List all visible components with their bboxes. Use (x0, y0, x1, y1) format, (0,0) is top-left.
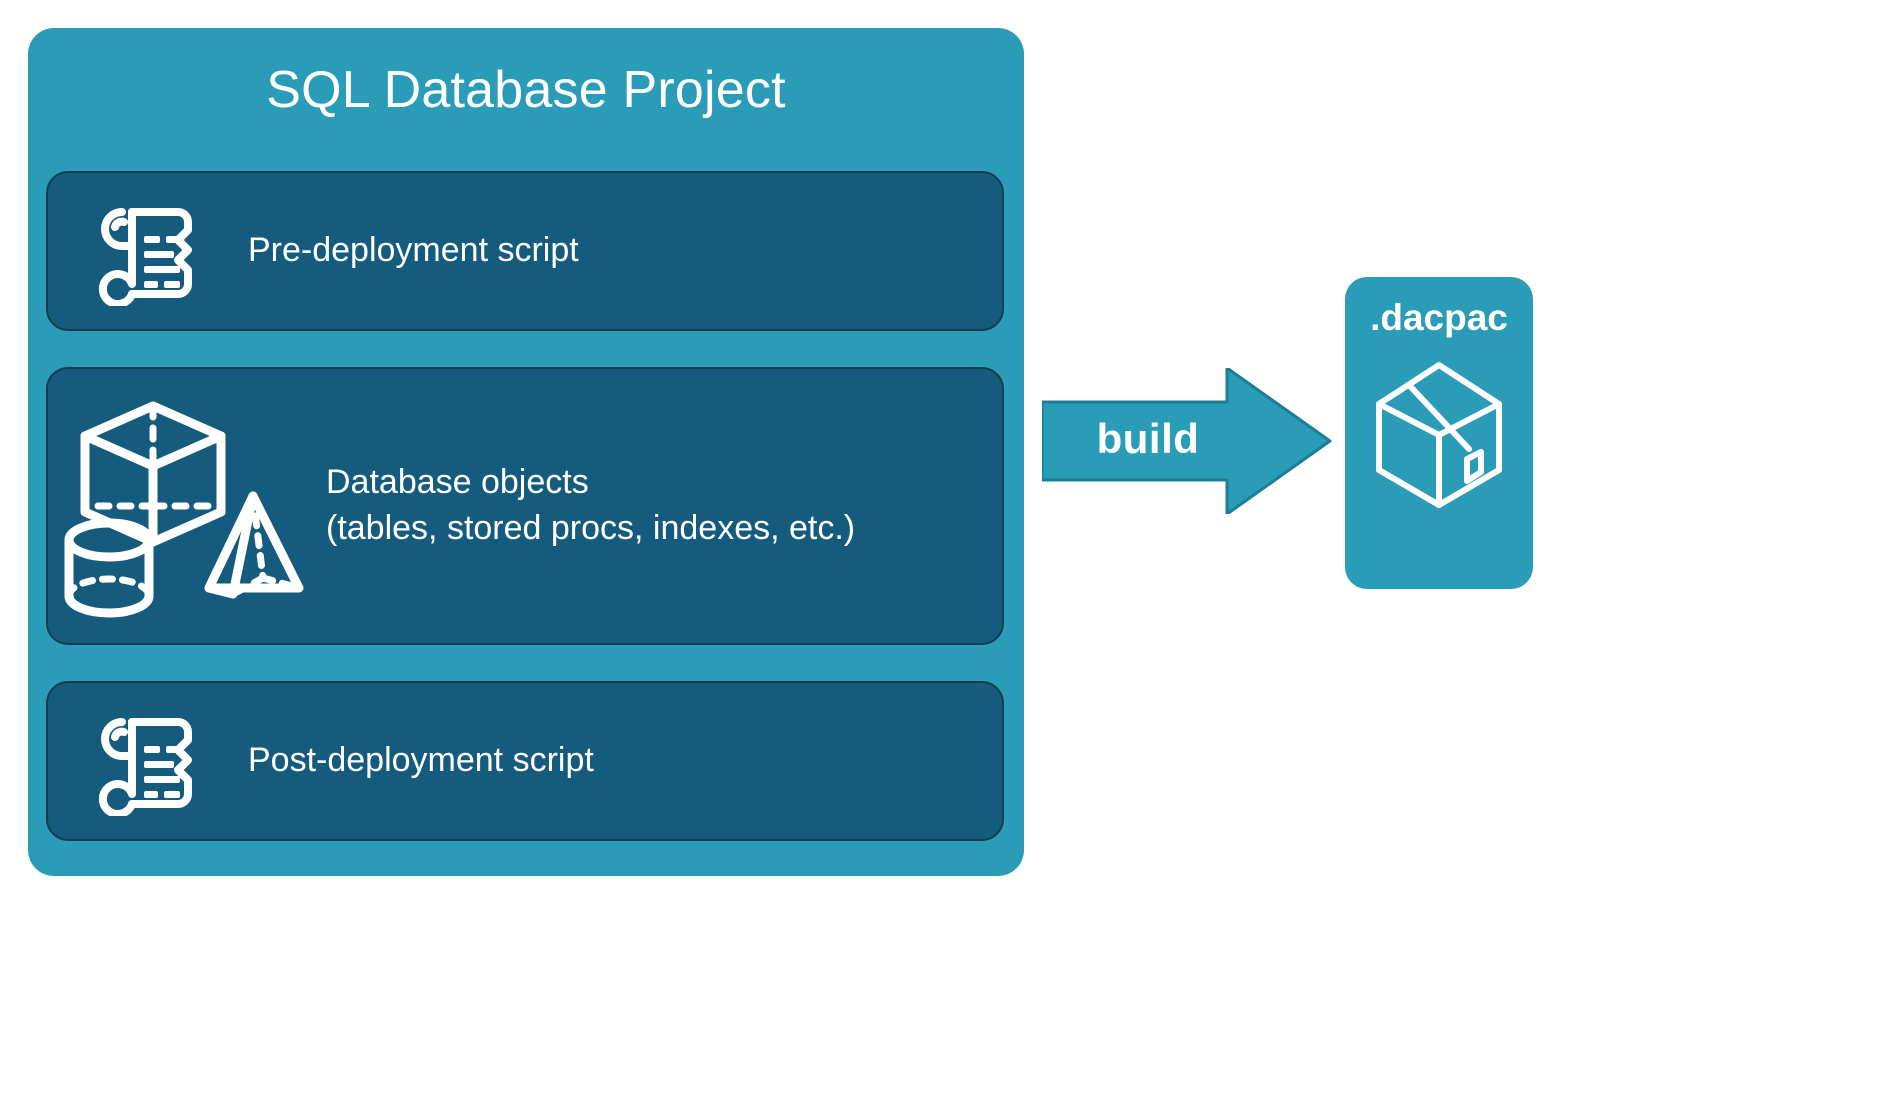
panel-pre-deployment[interactable]: Pre-deployment script (46, 171, 1004, 331)
scroll-icon (52, 191, 242, 311)
dacpac-title: .dacpac (1370, 297, 1508, 338)
project-title: SQL Database Project (266, 61, 786, 119)
panel-pre-deployment-label: Pre-deployment script (248, 231, 579, 270)
pyramid-hidden-edges (229, 492, 303, 598)
sql-database-project-card: SQL Database Project (28, 28, 1024, 876)
package-box-icon (1371, 359, 1507, 509)
dacpac-output-card[interactable]: .dacpac (1345, 277, 1533, 589)
cylinder-icon (64, 518, 154, 618)
pyramid-icon (204, 491, 304, 599)
panel-post-deployment-label: Post-deployment script (248, 741, 594, 780)
panel-post-deployment[interactable]: Post-deployment script (46, 681, 1004, 841)
build-arrow: build (1042, 368, 1332, 514)
cylinder-hidden-edge (65, 575, 153, 600)
panel-database-objects-label: Database objects (tables, stored procs, … (326, 463, 856, 547)
database-objects-icon-group (52, 386, 324, 626)
cube-hidden-edges (89, 402, 219, 510)
panel-database-objects[interactable]: Database objects (tables, stored procs, … (46, 367, 1004, 645)
scroll-icon (52, 701, 242, 821)
